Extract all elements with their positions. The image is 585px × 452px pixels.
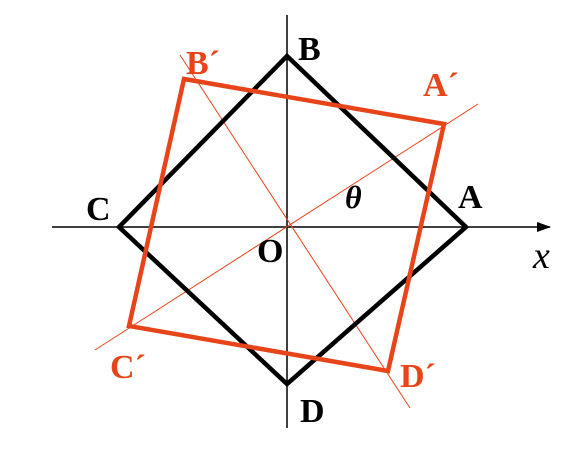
label-d: D: [300, 393, 325, 430]
label-origin: O: [257, 233, 283, 270]
label-theta: θ: [345, 179, 362, 215]
label-a-prime: A´: [423, 67, 459, 104]
square-rotated: [126, 76, 447, 374]
label-d-prime: D´: [400, 358, 436, 395]
guide-line-b-d: [179, 54, 411, 409]
label-c-prime: C´: [110, 349, 146, 386]
label-b: B: [298, 31, 321, 68]
label-x-axis: x: [532, 235, 550, 277]
square-original: [115, 52, 470, 388]
guide-line-a-c: [94, 103, 479, 351]
label-c: C: [86, 191, 111, 228]
label-a: A: [458, 179, 483, 216]
label-b-prime: B´: [186, 45, 220, 82]
